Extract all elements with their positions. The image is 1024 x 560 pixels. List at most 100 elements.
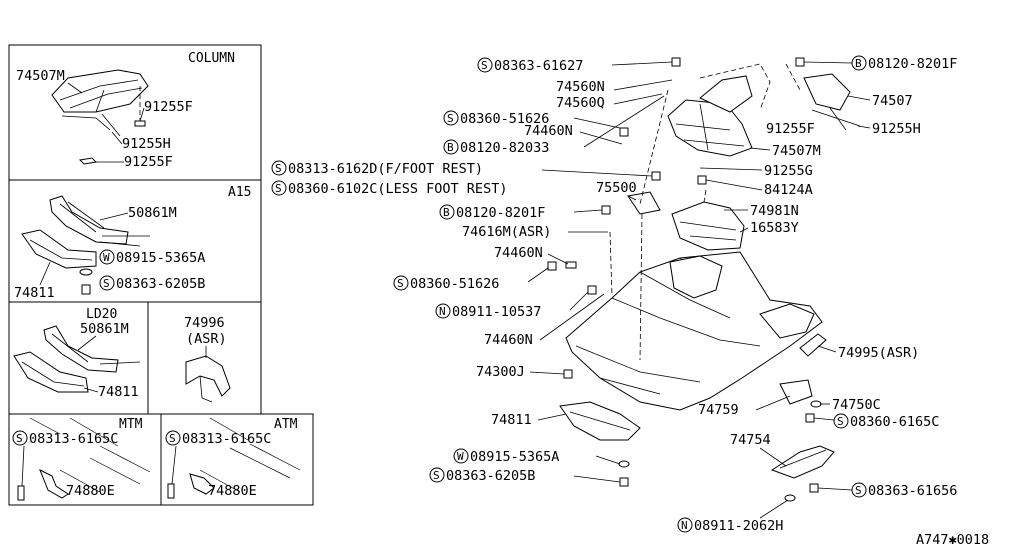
callout-08360-51626-b: 08360-51626 <box>410 276 499 292</box>
lead-16583Y <box>739 227 749 233</box>
lead-74460N-b <box>547 253 569 265</box>
panel-atm <box>160 413 314 506</box>
prefix-s-61627-letter: S <box>481 59 488 72</box>
callout-08911-2062H: 08911-2062H <box>694 518 783 534</box>
bracket-74996-leg <box>199 375 213 403</box>
bracket-74995 <box>799 333 827 357</box>
prefix-b-82033 <box>443 139 459 155</box>
callout-08120-82033: 08120-82033 <box>460 140 549 156</box>
heat-shield-a15 <box>49 195 129 245</box>
screw-6162D <box>651 171 661 181</box>
lead-50861M-ld20 <box>77 335 97 351</box>
lead-74560N <box>613 79 673 91</box>
nut-2062H <box>784 494 796 502</box>
callout-16583Y: 16583Y <box>750 220 799 236</box>
callout-74507: 74507 <box>872 93 913 109</box>
column-panel-drawing <box>51 69 149 165</box>
lead-84124A <box>705 179 763 191</box>
clip-74300J <box>563 369 573 379</box>
dash-upper-panel <box>699 75 753 113</box>
heat-shield-a15-ribs <box>59 201 150 247</box>
clip-84124A <box>697 175 707 185</box>
bolt-8201F-b <box>795 57 805 67</box>
prefix-s-mtm-letter: S <box>16 432 23 445</box>
callout-91255H-column: 91255H <box>122 136 171 152</box>
callout-08360-6102C: 08360-6102C(LESS FOOT REST) <box>288 181 507 197</box>
bolt-61627 <box>671 57 681 67</box>
insulator-74507 <box>803 73 851 111</box>
prefix-s-51626-b-letter: S <box>397 277 404 290</box>
insulator-column-shape <box>51 69 149 113</box>
lead-08120-8201F-b <box>803 61 853 64</box>
callout-74996-asr: (ASR) <box>186 331 227 347</box>
prefix-w-5365A <box>453 448 469 464</box>
callout-91255G: 91255G <box>764 163 813 179</box>
prefix-s-51626-a-letter: S <box>447 112 454 125</box>
clip-74880E-atm <box>189 473 215 495</box>
lead-74811-a15 <box>39 261 51 286</box>
prefix-w-a15-letter: W <box>103 251 110 264</box>
screw-atm <box>167 483 175 499</box>
prefix-s-6162D-letter: S <box>275 162 282 175</box>
column-panel-labels: 74507M 91255F 91255H 91255F <box>16 68 193 170</box>
callout-74811-main: 74811 <box>491 412 532 428</box>
prefix-s-61627 <box>477 57 493 73</box>
lead-08360-51626-a <box>573 117 621 129</box>
prefix-b-8201F-a-letter: B <box>443 206 450 219</box>
lead-08363-6205B <box>573 475 621 483</box>
callout-08915-5365A: 08915-5365A <box>470 449 559 465</box>
prefix-s-6102C-letter: S <box>275 182 282 195</box>
tunnel-insulator <box>669 255 723 299</box>
ld20-panel-drawing <box>13 325 141 393</box>
callout-08360-51626-a: 08360-51626 <box>460 111 549 127</box>
callout-08363-61627: 08363-61627 <box>494 58 583 74</box>
callout-74754: 74754 <box>730 432 771 448</box>
panel-title-column: COLUMN <box>188 51 235 66</box>
prefix-s-6162D <box>271 160 287 176</box>
lead-74811-main <box>537 413 567 421</box>
lead-08313-6162D <box>541 169 653 177</box>
prefix-s-6165C-letter: S <box>837 415 844 428</box>
lead-74507M-main <box>749 147 771 151</box>
lead-74560Q <box>613 93 663 105</box>
panel-title-mtm: MTM <box>119 417 143 432</box>
screw-a15 <box>81 284 91 295</box>
lead-08360-6165C <box>813 417 835 421</box>
insulator-74811-ld20 <box>13 351 89 393</box>
callout-08313-atm: 08313-6165C <box>182 431 271 447</box>
callout-74880E-atm: 74880E <box>208 483 257 499</box>
lead-74995 <box>817 345 837 353</box>
dash-insulator-ribs <box>675 103 745 151</box>
lead-74300J <box>529 371 565 375</box>
lead-74759 <box>755 395 791 411</box>
bolt-8201F-a <box>601 205 611 215</box>
atm-panel-drawing: S 08313-6165C 74880E <box>165 417 301 499</box>
callout-74811-ld20: 74811 <box>98 384 139 400</box>
prefix-s-51626-b <box>393 275 409 291</box>
lead-74507 <box>847 95 871 101</box>
prefix-s-51626-a <box>443 110 459 126</box>
lead-91255H-column <box>111 131 123 145</box>
panel-title-atm: ATM <box>274 417 298 432</box>
clip-74880E-mtm <box>39 468 69 499</box>
callout-74300J: 74300J <box>476 364 525 380</box>
lead-08363-61627 <box>611 61 673 66</box>
clip-74750C <box>810 400 822 408</box>
callout-08363-a15: 08363-6205B <box>116 276 205 292</box>
prefix-s-atm <box>165 430 181 446</box>
callout-74560N: 74560N <box>556 79 605 95</box>
screw-6205B <box>619 477 629 487</box>
lead-74811-ld20 <box>83 387 99 393</box>
inset-panels: COLUMN A15 LD20 MTM ATM <box>8 44 314 506</box>
screw-51626-b <box>547 261 557 271</box>
callout-74996: 74996 <box>184 315 225 331</box>
prefix-b-8201F-b-letter: B <box>855 57 862 70</box>
prefix-b-82033-letter: B <box>447 141 454 154</box>
heat-shield-ld20-ribs <box>51 333 141 365</box>
prefix-w-5365A-letter: W <box>457 450 464 463</box>
bracket-74759 <box>779 379 813 405</box>
lead-08911-10537 <box>569 291 589 311</box>
callout-84124A: 84124A <box>764 182 813 198</box>
prefix-s-atm-letter: S <box>169 432 176 445</box>
prefix-n-2062H-letter: N <box>681 519 688 532</box>
